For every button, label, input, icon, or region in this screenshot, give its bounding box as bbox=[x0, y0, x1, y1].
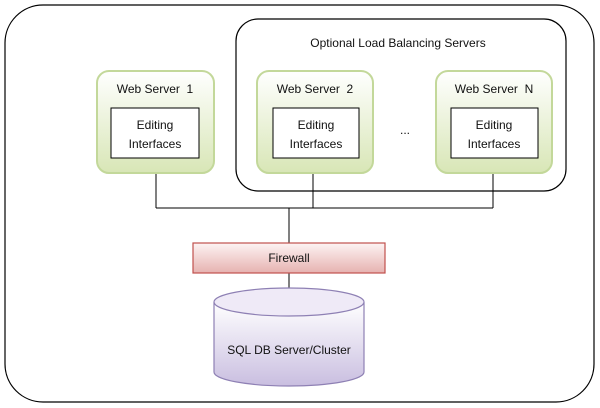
firewall-box bbox=[192, 242, 386, 274]
editing-interfaces-2-line1: Editing bbox=[298, 118, 335, 132]
load-balancing-label: Optional Load Balancing Servers bbox=[310, 36, 485, 50]
web-server-1-title: Web Server 1 bbox=[117, 82, 194, 96]
web-server-n-title: Web Server N bbox=[455, 82, 533, 96]
editing-interfaces-1-line1: Editing bbox=[137, 118, 174, 132]
editing-interfaces-n-line2: Interfaces bbox=[468, 137, 521, 151]
editing-interfaces-n-box bbox=[450, 107, 539, 159]
editing-interfaces-2-box bbox=[272, 107, 360, 159]
web-server-1: Web Server 1 Editing Interfaces bbox=[96, 70, 215, 174]
database: SQL DB Server/Cluster bbox=[213, 287, 365, 387]
ellipsis: ... bbox=[400, 123, 410, 137]
firewall: Firewall bbox=[192, 242, 386, 274]
load-balancing-group bbox=[235, 18, 567, 192]
web-server-2: Web Server 2 Editing Interfaces bbox=[256, 70, 374, 174]
editing-interfaces-n-line1: Editing bbox=[476, 118, 513, 132]
firewall-label: Firewall bbox=[268, 251, 309, 265]
database-label: SQL DB Server/Cluster bbox=[227, 343, 351, 357]
editing-interfaces-1-line2: Interfaces bbox=[129, 137, 182, 151]
editing-interfaces-1-box bbox=[110, 107, 200, 159]
database-cylinder-top bbox=[213, 287, 365, 317]
web-server-n: Web Server N Editing Interfaces bbox=[435, 70, 553, 174]
database-cylinder-body bbox=[213, 302, 365, 387]
editing-interfaces-2-line2: Interfaces bbox=[290, 137, 343, 151]
web-server-2-title: Web Server 2 bbox=[277, 82, 354, 96]
